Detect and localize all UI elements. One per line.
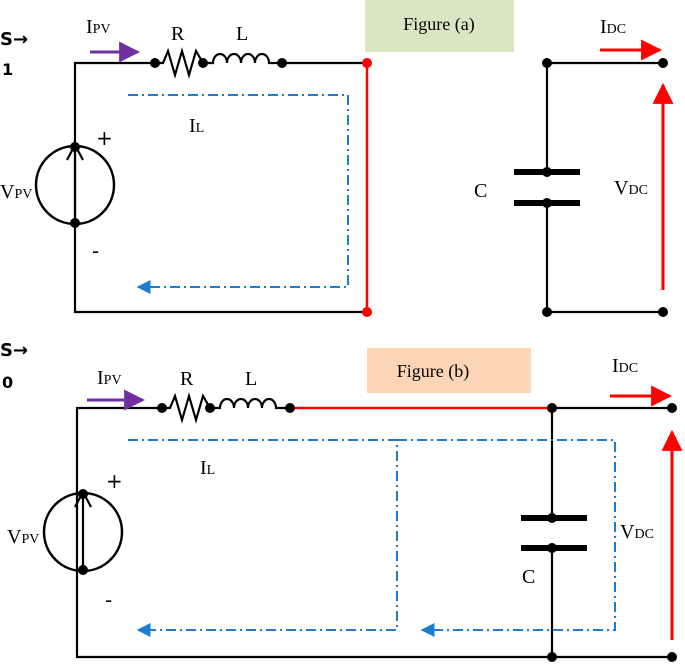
dc-current-label: IDC: [612, 355, 638, 377]
switch-node: [362, 58, 372, 68]
inductor-symbol: [203, 52, 282, 65]
figure-caption: Figure (b): [397, 361, 469, 382]
inductor-current-loop: [128, 94, 349, 294]
pv-current-label: IPV: [97, 367, 122, 389]
inductor-label: L: [245, 368, 257, 390]
resistor-label: R: [171, 23, 185, 45]
circuit-nodes: [70, 58, 668, 317]
resistor-symbol: [155, 47, 204, 79]
plus-sign: +: [106, 469, 123, 493]
inductor-current-loop: [128, 439, 398, 637]
wiring: [75, 406, 672, 659]
pv-source-label: VPV: [0, 181, 32, 203]
circuit-nodes: [78, 403, 677, 662]
pv-source-label: VPV: [7, 526, 39, 548]
capacitor-label: C: [522, 566, 535, 588]
switch-state-value: 0: [2, 373, 13, 392]
plus-sign: +: [96, 126, 113, 150]
switch-state-label: S→: [0, 29, 28, 50]
caption-background: [367, 348, 531, 393]
switch-state-label: S→: [0, 340, 28, 361]
inductor-symbol: [210, 397, 290, 410]
dc-voltage-label: VDC: [614, 177, 648, 199]
figure-b: S→ 0 Figure (b): [0, 340, 683, 662]
dc-voltage-label: VDC: [620, 521, 654, 543]
wiring: [73, 61, 663, 314]
capacitor-label: C: [474, 180, 487, 202]
caption-background: [365, 0, 514, 52]
inductor-current-loop: [397, 439, 616, 637]
pv-current-label: IPV: [86, 16, 111, 38]
inductor-current-label: IL: [200, 457, 215, 479]
minus-sign: -: [105, 588, 112, 612]
inductor-current-label: IL: [189, 115, 204, 137]
resistor-label: R: [180, 368, 194, 390]
figure-a: S→ 1 Figure (a): [0, 0, 674, 317]
dc-current-label: IDC: [600, 16, 626, 38]
switch-node: [362, 307, 372, 317]
inductor-label: L: [236, 23, 248, 45]
switch-state-value: 1: [2, 60, 13, 79]
figure-caption: Figure (a): [403, 14, 474, 35]
minus-sign: -: [92, 239, 99, 263]
resistor-symbol: [162, 392, 211, 424]
